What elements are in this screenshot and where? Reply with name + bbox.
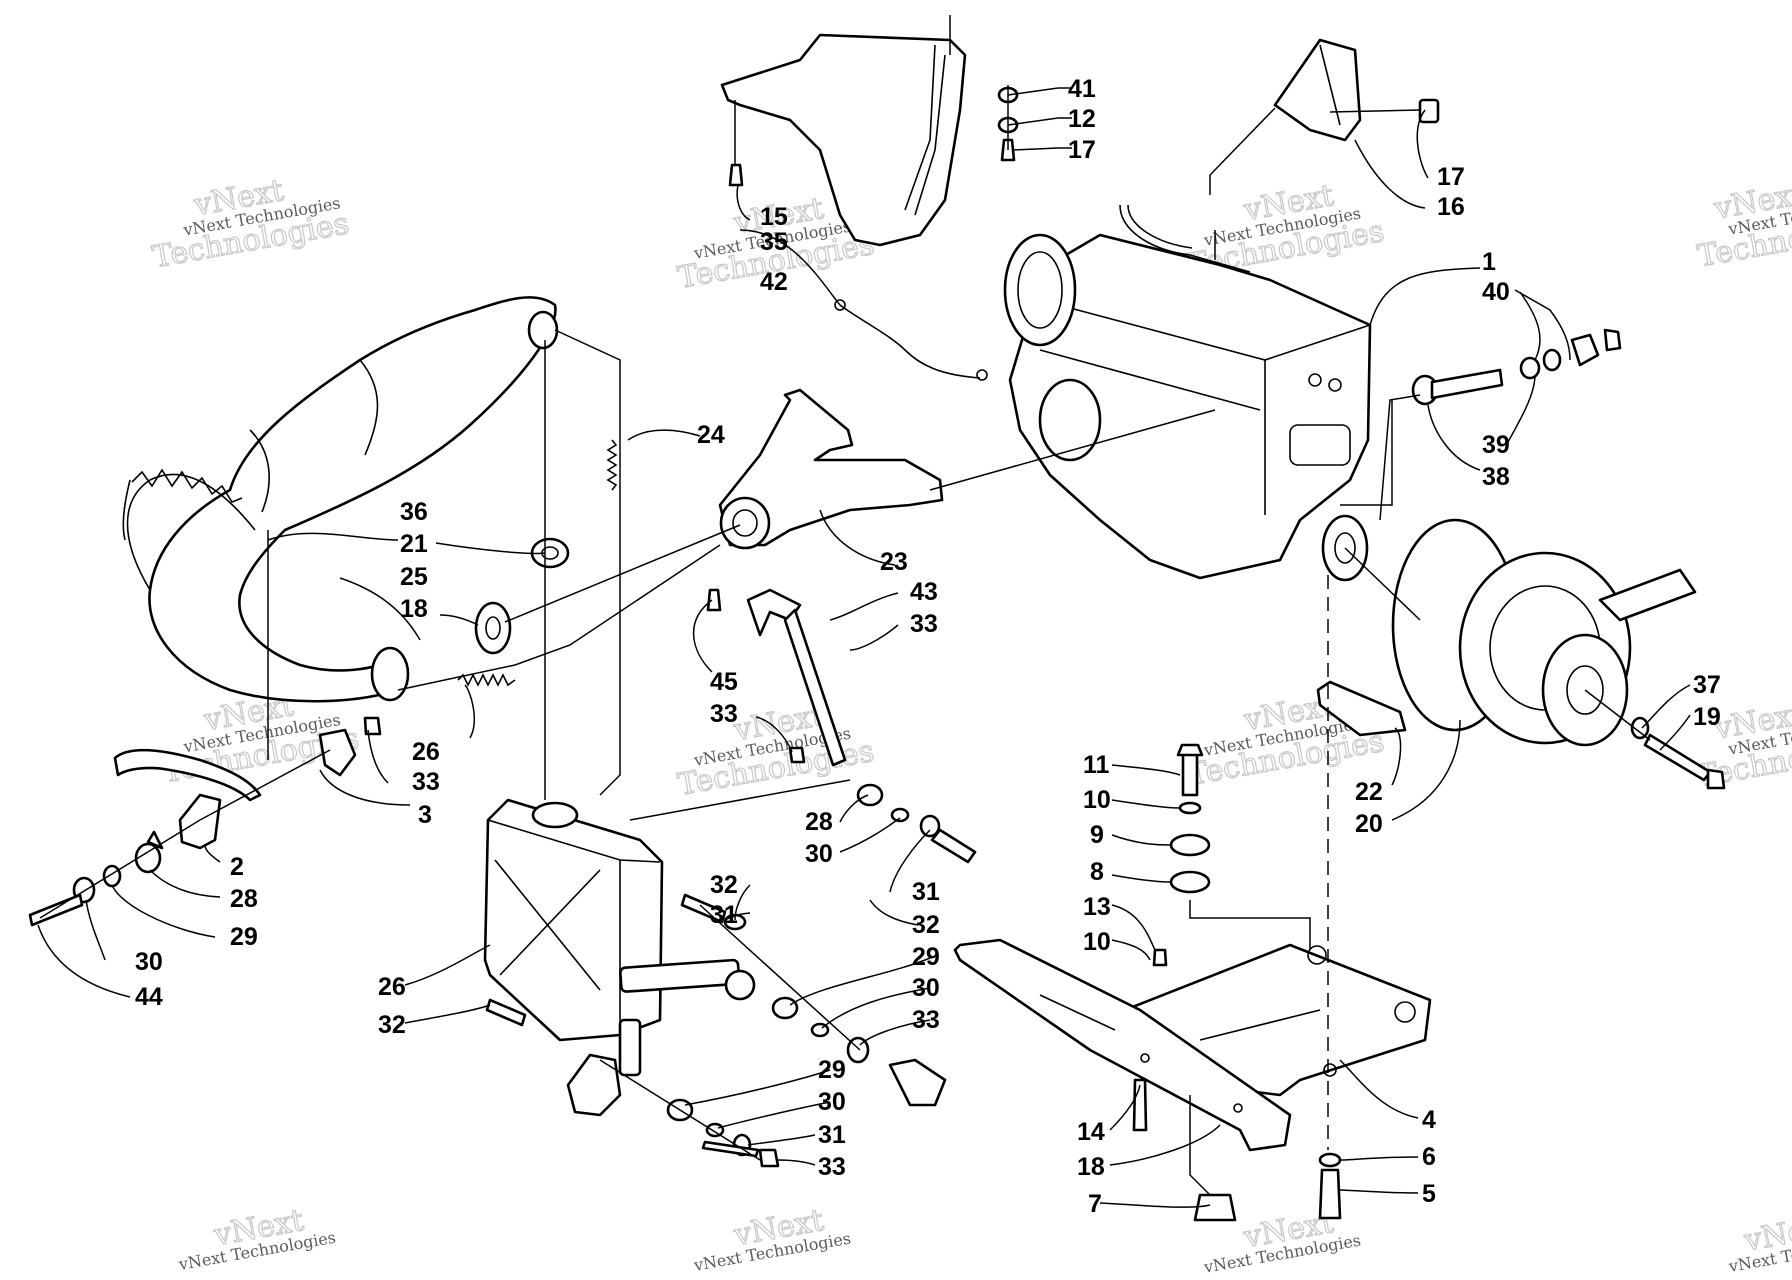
callout-36: 36 — [400, 498, 428, 526]
callout-32b: 32 — [912, 911, 940, 939]
callout-40: 40 — [1482, 278, 1510, 306]
callout-30b: 30 — [805, 840, 833, 868]
callout-29c: 29 — [912, 943, 940, 971]
callout-45: 45 — [710, 668, 738, 696]
callout-31b: 31 — [912, 878, 940, 906]
hanger-part — [113, 588, 947, 1117]
callout-41: 41 — [1068, 75, 1096, 103]
clutch-bracket-part — [1273, 38, 1440, 142]
callout-18: 18 — [400, 595, 428, 623]
callout-6: 6 — [1422, 1143, 1436, 1171]
callout-34: 33 — [912, 1006, 940, 1034]
clutch-part — [1316, 518, 1697, 747]
callout-11: 11 — [1083, 751, 1110, 779]
callout-24: 22 — [1355, 778, 1383, 806]
callout-4: 4 — [1422, 1106, 1436, 1134]
callout-29a: 28 — [230, 885, 258, 913]
callout-23: 21 — [400, 530, 428, 558]
belt-guard-part — [720, 15, 967, 247]
callout-31c: 31 — [710, 901, 738, 929]
callout-31a: 30 — [135, 948, 163, 976]
spring-part — [131, 439, 618, 687]
callout-labels: 1 40 39 38 41 12 17 17 16 15 35 42 24 36… — [135, 75, 1721, 1218]
callout-29b: 28 — [805, 808, 833, 836]
callout-30a: 29 — [230, 923, 258, 951]
callout-14: 14 — [1077, 1118, 1105, 1146]
callout-13: 13 — [1083, 893, 1111, 921]
callout-33a: 33 — [910, 610, 938, 638]
callout-28: 26 — [378, 973, 406, 1001]
callout-8: 8 — [1090, 858, 1104, 886]
callout-12: 12 — [1068, 105, 1096, 133]
callout-16: 16 — [1437, 193, 1465, 221]
callout-29d: 29 — [818, 1056, 846, 1084]
callout-33b: 33 — [710, 700, 738, 728]
callout-22: 20 — [1355, 810, 1383, 838]
callout-38: 38 — [1482, 463, 1510, 491]
callout-43: 43 — [910, 578, 938, 606]
callout-7: 7 — [1088, 1190, 1102, 1218]
callout-3: 3 — [418, 801, 432, 829]
callout-10a: 10 — [1083, 786, 1111, 814]
callout-44: 44 — [135, 983, 163, 1011]
callout-26b: 26 — [412, 738, 440, 766]
callout-39: 39 — [1482, 431, 1510, 459]
leader-lines — [37, 85, 1691, 1208]
callout-33c: 33 — [412, 768, 440, 796]
exhaust-manifold-part — [718, 388, 944, 550]
callout-31d: 31 — [818, 1121, 846, 1149]
callout-37: 37 — [1693, 671, 1721, 699]
silencer-part — [483, 798, 756, 1077]
callout-32c: 32 — [710, 871, 738, 899]
callout-30d: 30 — [818, 1088, 846, 1116]
callout-35: 35 — [760, 228, 788, 256]
callout-30c: 30 — [912, 974, 940, 1002]
callout-9: 9 — [1090, 821, 1104, 849]
callout-20: 18 — [1077, 1153, 1105, 1181]
callout-1: 1 — [1482, 248, 1496, 276]
callout-2: 2 — [230, 853, 244, 881]
callout-10b: 10 — [1083, 928, 1111, 956]
callout-27: 25 — [400, 563, 428, 591]
callout-17: 17 — [1437, 163, 1465, 191]
callout-42: 42 — [760, 268, 788, 296]
callout-32a: 32 — [378, 1011, 406, 1039]
callout-26a: 24 — [697, 421, 725, 449]
callout-5: 5 — [1422, 1180, 1436, 1208]
callout-21: 19 — [1693, 703, 1721, 731]
callout-33d: 33 — [818, 1153, 846, 1181]
callout-19: 17 — [1068, 136, 1096, 164]
engine-part — [1003, 204, 1372, 582]
bracket-bar-part — [953, 938, 1292, 1152]
callout-15: 15 — [760, 203, 788, 231]
muffler-part — [122, 296, 559, 703]
callout-25: 23 — [880, 548, 908, 576]
